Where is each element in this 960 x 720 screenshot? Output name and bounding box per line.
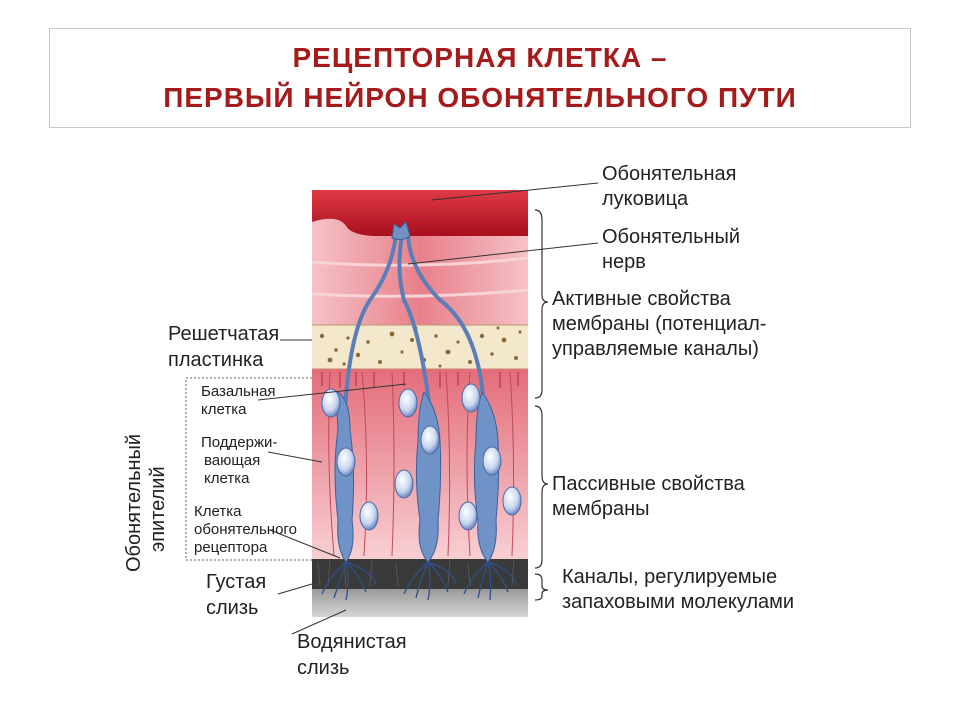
label-channels-2: запаховыми молекулами — [562, 591, 794, 613]
label-support-3: клетка — [204, 470, 250, 487]
label-receptor-1: Клетка — [194, 503, 242, 520]
label-epithelium-2: эпителий — [147, 466, 169, 552]
label-nerve-1: Обонятельный — [602, 226, 740, 248]
label-receptor-2: обонятельного — [194, 521, 297, 538]
right-braces — [534, 209, 549, 601]
label-active-3: управляемые каналы) — [552, 338, 759, 360]
label-watery-2: слизь — [297, 657, 349, 679]
label-epithelium-1: Обонятельный — [123, 434, 145, 572]
label-channels-1: Каналы, регулируемые — [562, 566, 777, 588]
label-thick-2: слизь — [206, 597, 258, 619]
label-bulb-1: Обонятельная — [602, 163, 737, 185]
label-basal-2: клетка — [201, 401, 247, 418]
label-active-1: Активные свойства — [552, 288, 732, 310]
olfactory-bulb — [312, 190, 528, 236]
label-bulb-2: луковица — [602, 188, 689, 210]
label-support-2: вающая — [204, 452, 260, 469]
label-receptor-3: рецептора — [194, 539, 268, 556]
label-active-2: мембраны (потенциал- — [552, 313, 766, 335]
receptor-cilia — [321, 561, 517, 601]
watery-mucus — [312, 589, 528, 617]
label-passive-2: мембраны — [552, 498, 650, 520]
label-epithelium: Обонятельный эпителий — [123, 434, 169, 572]
label-basal-1: Базальная — [201, 383, 276, 400]
title-line-2: ПЕРВЫЙ НЕЙРОН ОБОНЯТЕЛЬНОГО ПУТИ — [163, 82, 797, 113]
plate-speckles — [319, 326, 522, 368]
title-line-1: РЕЦЕПТОРНАЯ КЛЕТКА – — [292, 42, 668, 73]
epithelium-bracket — [185, 377, 312, 561]
label-support-1: Поддержи- — [201, 434, 277, 451]
label-thick-1: Густая — [206, 571, 266, 593]
leader-lines — [257, 182, 599, 635]
cell-nuclei — [321, 383, 522, 531]
label-nerve-2: нерв — [602, 251, 646, 273]
label-plate-2: пластинка — [168, 349, 264, 371]
label-watery-1: Водянистая — [297, 631, 407, 653]
label-plate-1: Решетчатая — [168, 323, 279, 345]
label-passive-1: Пассивные свойства — [552, 473, 746, 495]
title-box: РЕЦЕПТОРНАЯ КЛЕТКА – ПЕРВЫЙ НЕЙРОН ОБОНЯ… — [49, 28, 911, 128]
